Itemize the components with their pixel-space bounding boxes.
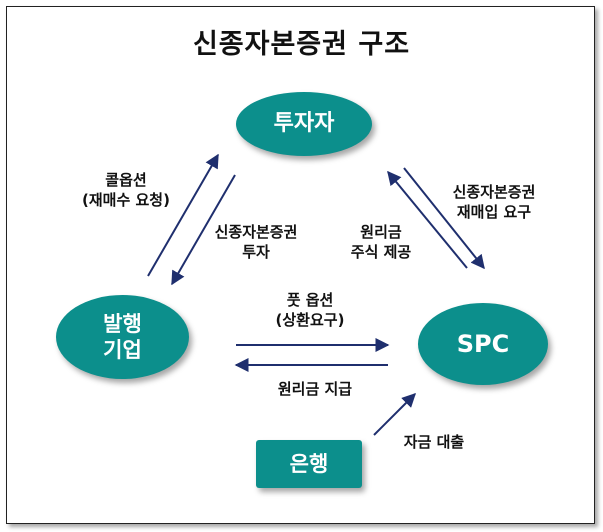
label-principal-stock-line2: 주식 제공	[350, 243, 412, 262]
arrow-issuer-to-investor	[147, 153, 219, 277]
node-issuer: 발행 기업	[56, 295, 189, 379]
label-bond-repurchase-line1: 신종자본증권	[452, 183, 536, 201]
label-principal-payment: 원리금 지급	[277, 380, 353, 398]
node-bank: 은행	[256, 440, 362, 488]
arrow-spc-to-investor	[387, 170, 468, 269]
label-call-option: 콜옵션 (재매수 요청)	[66, 170, 186, 211]
label-call-option-line1: 콜옵션	[105, 171, 147, 189]
arrow-investor-to-spc	[403, 167, 485, 270]
node-spc: SPC	[418, 303, 548, 385]
label-bond-invest-line1: 신종자본증권	[214, 223, 298, 241]
node-investor: 투자자	[236, 92, 372, 156]
label-put-option: 풋 옵션 (상환요구)	[250, 290, 370, 331]
node-issuer-line1: 발행	[103, 311, 142, 336]
arrow-investor-to-issuer	[171, 174, 236, 286]
label-bond-invest: 신종자본증권 투자	[196, 222, 316, 263]
diagram-title: 신종자본증권 구조	[192, 29, 411, 60]
label-bond-repurchase: 신종자본증권 재매입 요구	[434, 182, 554, 223]
label-bond-repurchase-line2: 재매입 요구	[456, 203, 532, 222]
label-bond-invest-line2: 투자	[242, 243, 270, 262]
label-principal-stock: 원리금 주식 제공	[326, 222, 436, 263]
label-put-option-line2: (상환요구)	[275, 311, 345, 330]
arrow-bank-to-spc	[373, 393, 416, 436]
label-principal-stock-line1: 원리금	[360, 223, 402, 241]
label-call-option-line2: (재매수 요청)	[82, 191, 170, 210]
node-issuer-line2: 기업	[103, 338, 142, 362]
label-put-option-line1: 풋 옵션	[286, 291, 334, 309]
label-loan: 자금 대출	[403, 433, 465, 451]
